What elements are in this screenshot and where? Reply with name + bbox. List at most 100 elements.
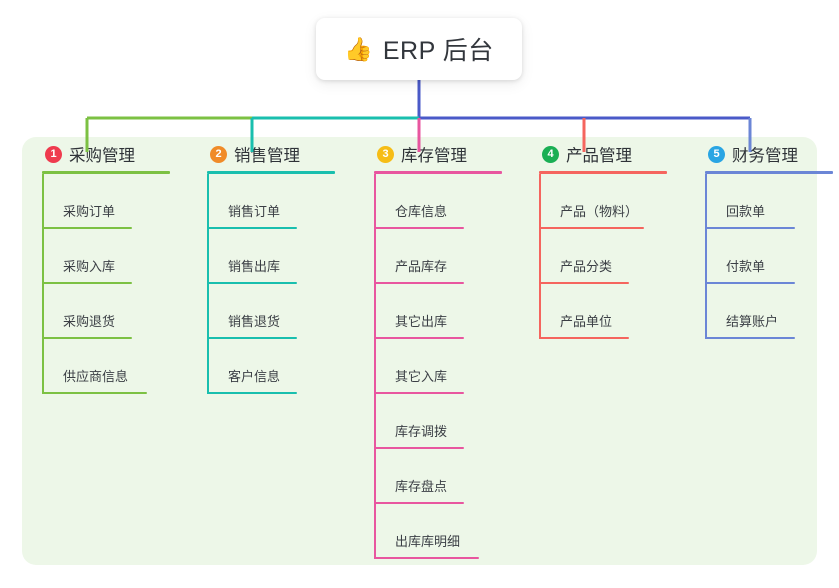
module-columns: 1 采购管理采购订单采购入库采购退货供应商信息 2 销售管理销售订单销售出库销售退货客…	[22, 137, 833, 565]
module-item[interactable]: 销售退货	[207, 284, 358, 339]
module-item-underline	[539, 227, 644, 229]
module-item[interactable]: 产品库存	[374, 229, 525, 284]
module-item-label: 供应商信息	[63, 369, 129, 384]
module-item-list: 回款单付款单结算账户	[705, 174, 839, 339]
module-spine-line	[705, 174, 707, 339]
module-item-underline	[374, 502, 464, 504]
module-header-underline	[42, 171, 170, 174]
module-item-underline	[374, 447, 464, 449]
module-item-label: 结算账户	[726, 314, 779, 329]
module-item[interactable]: 采购入库	[42, 229, 193, 284]
module-item-underline	[42, 337, 132, 339]
module-title: 销售管理	[234, 147, 300, 165]
root-node-title: ERP 后台	[382, 37, 494, 65]
module-item-label: 销售出库	[228, 259, 281, 274]
module-item-label: 产品（物料）	[560, 204, 639, 219]
module-item[interactable]: 其它出库	[374, 284, 525, 339]
module-column-财务管理: 5 财务管理回款单付款单结算账户	[691, 137, 839, 339]
module-number-badge: 4	[542, 145, 559, 163]
module-item-label: 库存调拨	[395, 424, 448, 439]
module-number-badge: 3	[377, 145, 394, 163]
module-header-underline	[705, 171, 833, 174]
module-item[interactable]: 客户信息	[207, 339, 358, 394]
module-item-label: 仓库信息	[395, 204, 448, 219]
module-item-underline	[42, 392, 147, 394]
module-column-库存管理: 3 库存管理仓库信息产品库存其它出库其它入库库存调拨库存盘点出库库明细	[360, 137, 525, 559]
module-spine-line	[374, 174, 376, 559]
module-item-list: 采购订单采购入库采购退货供应商信息	[42, 174, 193, 394]
module-item-underline	[705, 227, 795, 229]
module-item[interactable]: 付款单	[705, 229, 839, 284]
module-item-label: 销售订单	[228, 204, 281, 219]
module-item-underline	[539, 337, 629, 339]
module-item-underline	[374, 227, 464, 229]
module-title: 采购管理	[69, 147, 135, 165]
module-item-list: 销售订单销售出库销售退货客户信息	[207, 174, 358, 394]
module-item-underline	[374, 392, 464, 394]
module-item[interactable]: 采购订单	[42, 174, 193, 229]
module-item-underline	[207, 282, 297, 284]
module-item-list: 仓库信息产品库存其它出库其它入库库存调拨库存盘点出库库明细	[374, 174, 525, 559]
module-item-underline	[207, 227, 297, 229]
module-item-label: 销售退货	[228, 314, 281, 329]
module-item-label: 客户信息	[228, 369, 281, 384]
module-item-label: 产品库存	[395, 259, 448, 274]
module-item-label: 采购入库	[63, 259, 116, 274]
module-item[interactable]: 销售出库	[207, 229, 358, 284]
root-node-erp-backend[interactable]: 👍 ERP 后台	[316, 18, 522, 80]
module-item-underline	[42, 282, 132, 284]
module-item-underline	[705, 282, 795, 284]
module-header-1[interactable]: 1 采购管理	[28, 137, 193, 171]
module-item[interactable]: 销售订单	[207, 174, 358, 229]
thumbs-up-icon: 👍	[344, 35, 373, 62]
module-item-label: 出库库明细	[395, 534, 461, 549]
module-item[interactable]: 供应商信息	[42, 339, 193, 394]
module-number-badge: 2	[210, 145, 227, 163]
module-item-underline	[705, 337, 795, 339]
module-item[interactable]: 产品（物料）	[539, 174, 690, 229]
module-item-list: 产品（物料） 产品分类产品单位	[539, 174, 690, 339]
module-spine-line	[42, 174, 44, 394]
module-item-label: 采购退货	[63, 314, 116, 329]
module-item-label: 其它入库	[395, 369, 448, 384]
module-item-label: 付款单	[726, 259, 766, 274]
module-item[interactable]: 产品单位	[539, 284, 690, 339]
module-header-3[interactable]: 3 库存管理	[360, 137, 525, 171]
module-spine-line	[207, 174, 209, 394]
module-header-underline	[207, 171, 335, 174]
module-item-label: 库存盘点	[395, 479, 448, 494]
module-item-underline	[374, 337, 464, 339]
module-item-underline	[539, 282, 629, 284]
module-item-underline	[207, 392, 297, 394]
module-item[interactable]: 库存调拨	[374, 394, 525, 449]
diagram-panel	[22, 137, 817, 565]
module-column-销售管理: 2 销售管理销售订单销售出库销售退货客户信息	[193, 137, 358, 394]
module-item-label: 回款单	[726, 204, 766, 219]
module-item-underline	[374, 282, 464, 284]
module-item[interactable]: 回款单	[705, 174, 839, 229]
module-item-label: 产品单位	[560, 314, 613, 329]
module-item-underline	[374, 557, 479, 559]
module-header-2[interactable]: 2 销售管理	[193, 137, 358, 171]
module-number-badge: 1	[45, 145, 62, 163]
module-header-5[interactable]: 5 财务管理	[691, 137, 839, 171]
module-item[interactable]: 库存盘点	[374, 449, 525, 504]
module-item[interactable]: 结算账户	[705, 284, 839, 339]
module-item[interactable]: 其它入库	[374, 339, 525, 394]
module-spine-line	[539, 174, 541, 339]
module-header-4[interactable]: 4 产品管理	[525, 137, 690, 171]
module-title: 产品管理	[566, 147, 632, 165]
module-item-label: 其它出库	[395, 314, 448, 329]
module-item[interactable]: 产品分类	[539, 229, 690, 284]
module-header-underline	[374, 171, 502, 174]
module-title: 财务管理	[732, 147, 798, 165]
module-item[interactable]: 采购退货	[42, 284, 193, 339]
module-item[interactable]: 仓库信息	[374, 174, 525, 229]
module-item[interactable]: 出库库明细	[374, 504, 525, 559]
module-header-underline	[539, 171, 667, 174]
module-item-label: 采购订单	[63, 204, 116, 219]
module-column-产品管理: 4 产品管理产品（物料） 产品分类产品单位	[525, 137, 690, 339]
module-title: 库存管理	[401, 147, 467, 165]
module-item-underline	[42, 227, 132, 229]
module-number-badge: 5	[708, 145, 725, 163]
